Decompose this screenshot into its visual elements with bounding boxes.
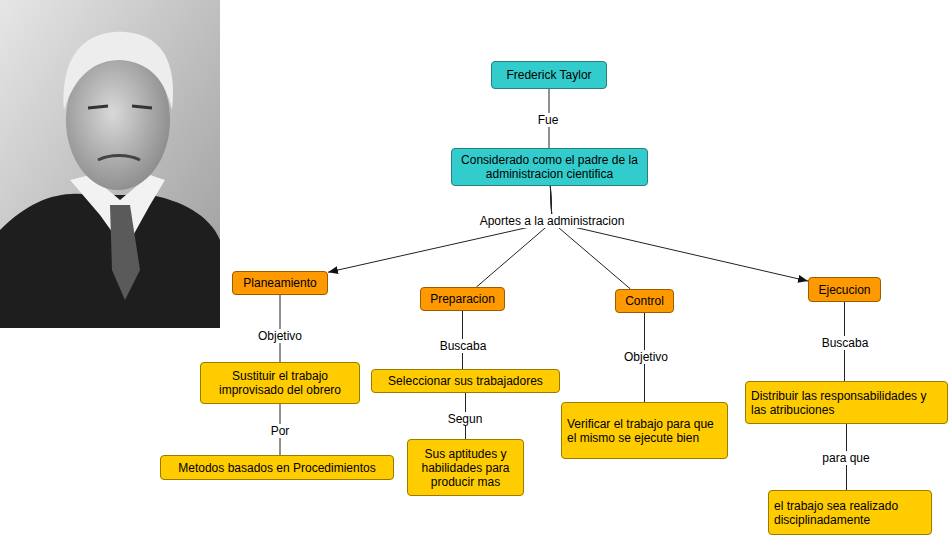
linking-phrase: Aportes a la administracion	[478, 214, 627, 228]
concept-text: Ejecucion	[818, 283, 870, 297]
eyebrows	[88, 106, 152, 108]
orange-concept-box: Control	[615, 289, 674, 313]
box-content: Frederick Taylor	[506, 68, 591, 82]
yellow-concept-box: Verificar el trabajo para que el mismo s…	[561, 402, 728, 459]
box-content: Verificar el trabajo para que el mismo s…	[567, 417, 722, 445]
box-content: Sustituir el trabajo improvisado del obr…	[206, 369, 354, 397]
concept-text: Distribuir las responsabilidades y las a…	[751, 389, 942, 417]
concept-text: Considerado como el padre de la administ…	[457, 153, 642, 181]
concept-text: el trabajo sea realizado disciplinadamen…	[774, 499, 926, 527]
box-content: Seleccionar sus trabajadores	[388, 374, 543, 388]
yellow-concept-box: Sus aptitudes y habilidades para produci…	[407, 439, 524, 496]
linking-phrase: Buscaba	[438, 339, 489, 353]
hair	[64, 32, 173, 110]
concept-text: Control	[625, 294, 664, 308]
orange-concept-box: Ejecucion	[808, 277, 881, 302]
orange-concept-box: Preparacion	[420, 287, 505, 311]
box-content: Sus aptitudes y habilidades para produci…	[413, 447, 518, 489]
concept-text: Metodos basados en Procedimientos	[178, 461, 375, 475]
mustache	[98, 156, 140, 161]
teal-concept-box: Considerado como el padre de la administ…	[451, 148, 648, 186]
box-content: Distribuir las responsabilidades y las a…	[751, 389, 942, 417]
yellow-concept-box: Metodos basados en Procedimientos	[160, 455, 394, 480]
box-content: Ejecucion	[818, 283, 870, 297]
box-content: Control	[625, 294, 664, 308]
linking-phrase: Buscaba	[820, 336, 871, 350]
box-content: el trabajo sea realizado disciplinadamen…	[774, 499, 926, 527]
linking-phrase: Objetivo	[256, 329, 304, 343]
concept-text: Frederick Taylor	[506, 68, 591, 82]
yellow-concept-box: el trabajo sea realizado disciplinadamen…	[768, 490, 932, 535]
teal-concept-box: Frederick Taylor	[491, 61, 607, 89]
box-content: Planeamiento	[243, 276, 316, 290]
box-content: Metodos basados en Procedimientos	[178, 461, 375, 475]
photo-background	[0, 0, 220, 328]
concept-text: Sustituir el trabajo improvisado del obr…	[206, 369, 354, 397]
concept-text: Planeamiento	[243, 276, 316, 290]
yellow-concept-box: Seleccionar sus trabajadores	[371, 369, 560, 393]
connector-line	[476, 186, 552, 287]
concept-text: Sus aptitudes y habilidades para produci…	[413, 447, 518, 489]
portrait-photo	[0, 0, 220, 328]
orange-concept-box: Planeamiento	[232, 271, 328, 295]
linking-phrase: para que	[820, 451, 871, 465]
tie	[110, 205, 140, 300]
box-content: Preparacion	[430, 292, 495, 306]
linking-phrase: Segun	[446, 412, 485, 426]
linking-phrase: Objetivo	[622, 350, 670, 364]
linking-phrase: Por	[269, 424, 292, 438]
yellow-concept-box: Distribuir las responsabilidades y las a…	[745, 381, 948, 424]
concept-text: Seleccionar sus trabajadores	[388, 374, 543, 388]
connector-line	[550, 186, 808, 281]
concept-text: Preparacion	[430, 292, 495, 306]
yellow-concept-box: Sustituir el trabajo improvisado del obr…	[200, 362, 360, 404]
connector-line	[328, 186, 552, 272]
linking-phrase: Fue	[536, 113, 561, 127]
box-content: Considerado como el padre de la administ…	[457, 153, 642, 181]
concept-text: Verificar el trabajo para que el mismo s…	[567, 417, 722, 445]
